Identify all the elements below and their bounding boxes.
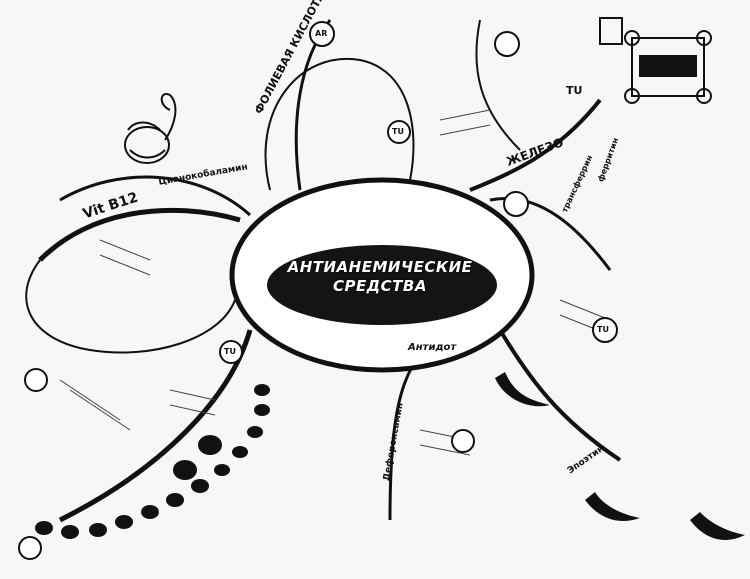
badge-ar-top: AR bbox=[315, 29, 328, 38]
badge-tu-iron: TU bbox=[566, 84, 583, 97]
branch-curve-vitb12 bbox=[59, 175, 252, 217]
branch-curve-right-lower bbox=[498, 328, 622, 462]
badge-tu-right: TU bbox=[597, 325, 609, 334]
crescent-bottom-right bbox=[690, 512, 745, 540]
badge-tu-mid: TU bbox=[392, 127, 404, 136]
sub-lobe-top bbox=[264, 57, 415, 191]
branch-curve-left bbox=[38, 207, 241, 262]
center-title-line1: АНТИАНЕМИЧЕСКИЕ bbox=[287, 258, 473, 276]
branch-curve-iron bbox=[469, 98, 602, 192]
label-antidote: Антидот bbox=[408, 342, 457, 353]
branch-curve-tr bbox=[475, 19, 521, 151]
coiled-molecule bbox=[124, 93, 177, 164]
sub-lobe-left bbox=[25, 259, 236, 354]
center-title-line2: СРЕДСТВА bbox=[333, 277, 427, 295]
bead-chain bbox=[35, 384, 270, 539]
badge-circles bbox=[18, 21, 618, 560]
crescent-mid bbox=[495, 372, 550, 407]
heme-diagram bbox=[599, 17, 712, 104]
crescent-bottom bbox=[585, 492, 640, 521]
badge-tu-left: TU bbox=[224, 347, 236, 356]
center-fill bbox=[267, 245, 497, 325]
center-title: АНТИАНЕМИЧЕСКИЕ СРЕДСТВА bbox=[270, 258, 490, 296]
